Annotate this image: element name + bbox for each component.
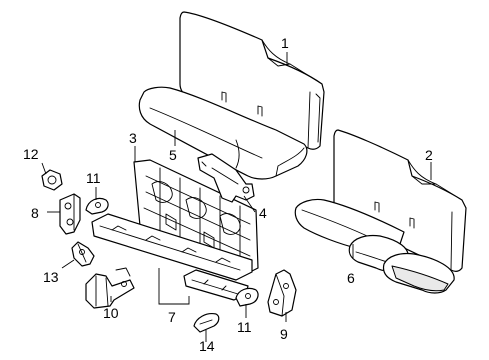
leader-lines	[41, 52, 432, 342]
clip-lower	[235, 287, 259, 307]
callout-10: 10	[103, 305, 119, 321]
callout-1: 1	[281, 35, 289, 51]
nut	[41, 169, 63, 191]
seat-frame	[133, 159, 259, 273]
seat-back-cushion-upper	[179, 11, 325, 150]
callout-13: 13	[43, 269, 59, 285]
seat-cushion-upper	[138, 86, 308, 180]
hinge-bracket	[59, 193, 81, 235]
side-bracket	[267, 269, 297, 317]
seat-pan	[91, 213, 253, 301]
callout-8: 8	[31, 205, 39, 221]
callout-6: 6	[347, 270, 355, 286]
callout-12: 12	[23, 146, 39, 162]
latch-bracket	[197, 153, 255, 203]
callout-9: 9	[280, 326, 288, 342]
hinge-mechanism	[85, 267, 135, 309]
callout-11-upper: 11	[86, 170, 101, 186]
end-cap	[193, 313, 220, 333]
callout-7: 7	[168, 309, 176, 325]
pivot-pin	[71, 241, 95, 267]
callout-2: 2	[425, 147, 433, 163]
clip-upper	[85, 197, 109, 215]
callout-4: 4	[259, 205, 267, 221]
callout-11-lower: 11	[237, 319, 252, 335]
callout-3: 3	[129, 130, 137, 146]
callout-14: 14	[199, 338, 215, 354]
seat-cushion-lower	[294, 198, 455, 294]
callout-5: 5	[169, 147, 177, 163]
